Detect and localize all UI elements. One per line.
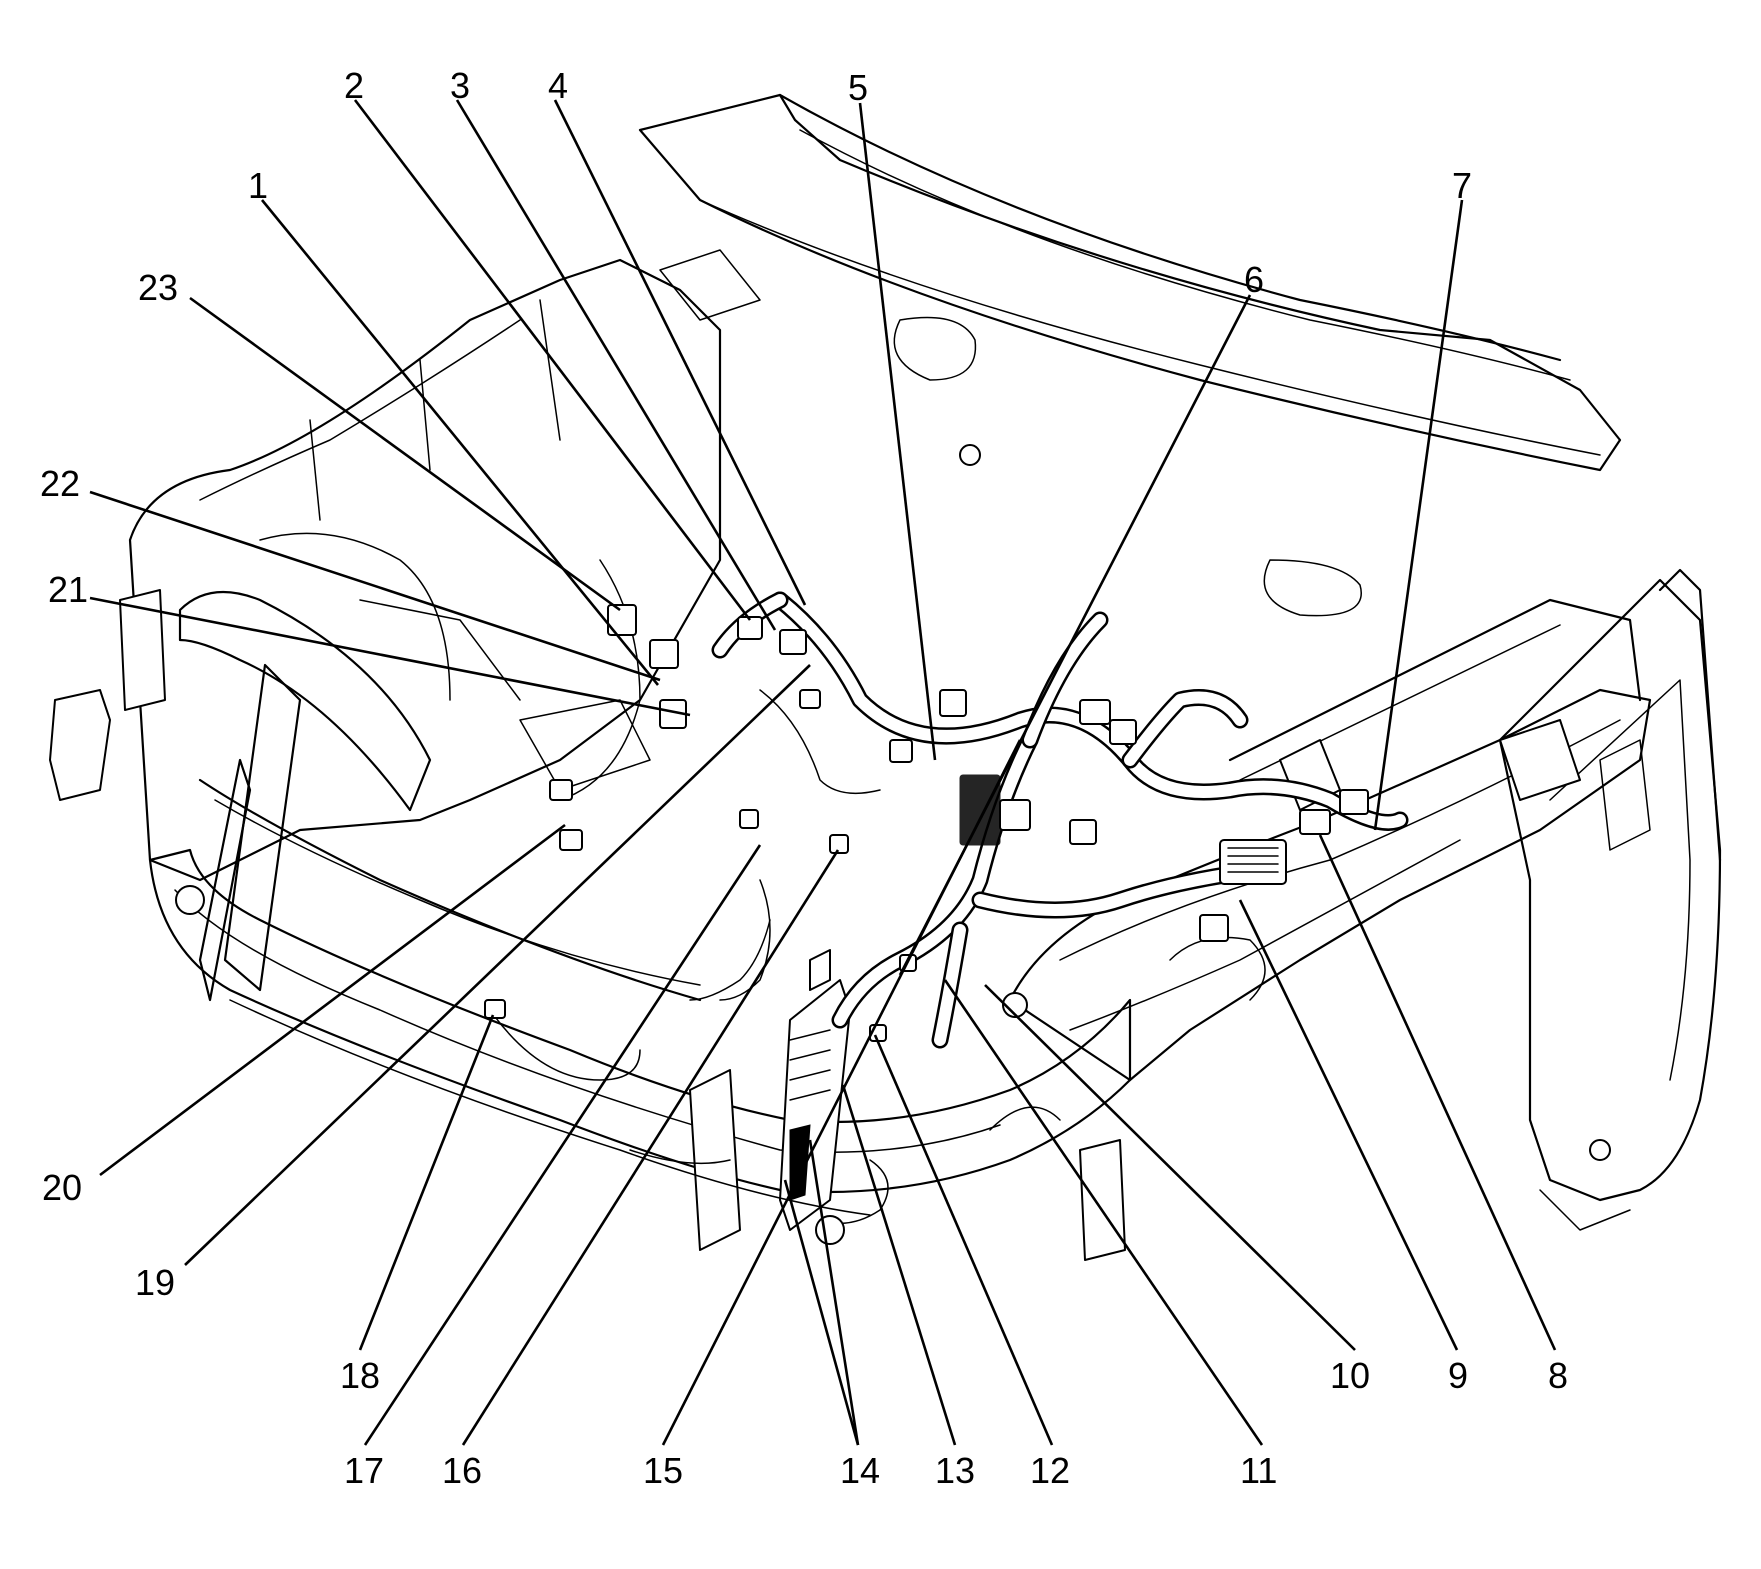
callout-23: 23 [138, 267, 178, 308]
callout-12: 12 [1030, 1450, 1070, 1491]
leader-22 [89, 490, 661, 682]
leader-11 [943, 979, 1264, 1446]
callout-6: 6 [1244, 259, 1264, 300]
leader-12 [873, 1034, 1054, 1446]
callout-labels: 1 2 3 4 5 6 7 8 9 10 11 12 13 14 15 16 1… [40, 65, 1568, 1491]
leader-4 [553, 99, 807, 606]
callout-22: 22 [40, 463, 80, 504]
leader-21 [89, 596, 691, 717]
callout-2: 2 [344, 65, 364, 106]
callout-7: 7 [1452, 165, 1472, 206]
leader-5 [858, 102, 937, 761]
callout-18: 18 [340, 1355, 380, 1396]
callout-8: 8 [1548, 1355, 1568, 1396]
callout-20: 20 [42, 1167, 82, 1208]
callout-21: 21 [48, 569, 88, 610]
leader-7 [1373, 199, 1464, 831]
callout-4: 4 [548, 65, 568, 106]
leader-3 [455, 99, 777, 631]
callout-1: 1 [248, 165, 268, 206]
callout-13: 13 [935, 1450, 975, 1491]
leader-18 [358, 1014, 495, 1351]
leader-17 [363, 844, 762, 1446]
callout-5: 5 [848, 67, 868, 108]
leader-23 [189, 296, 621, 612]
callout-15: 15 [643, 1450, 683, 1491]
body-structure [49, 93, 1722, 1261]
callout-9: 9 [1448, 1355, 1468, 1396]
leader-9 [1238, 899, 1459, 1351]
leader-lines [89, 99, 1557, 1446]
leader-19 [184, 664, 811, 1266]
leader-8 [1318, 834, 1557, 1351]
leader-16 [461, 849, 840, 1446]
callout-19: 19 [135, 1262, 175, 1303]
leader-14a [808, 1139, 860, 1446]
callout-14: 14 [840, 1450, 880, 1491]
callout-3: 3 [450, 65, 470, 106]
callout-16: 16 [442, 1450, 482, 1491]
leader-20 [99, 823, 566, 1177]
callout-11: 11 [1240, 1450, 1277, 1491]
connectors [175, 444, 1611, 1245]
callout-10: 10 [1330, 1355, 1370, 1396]
leader-10 [984, 984, 1356, 1351]
leader-2 [353, 99, 752, 621]
leader-14b [783, 1179, 860, 1446]
leader-1 [260, 199, 660, 686]
leader-13 [841, 1084, 957, 1446]
leader-15 [661, 739, 1022, 1446]
callout-17: 17 [344, 1450, 384, 1491]
